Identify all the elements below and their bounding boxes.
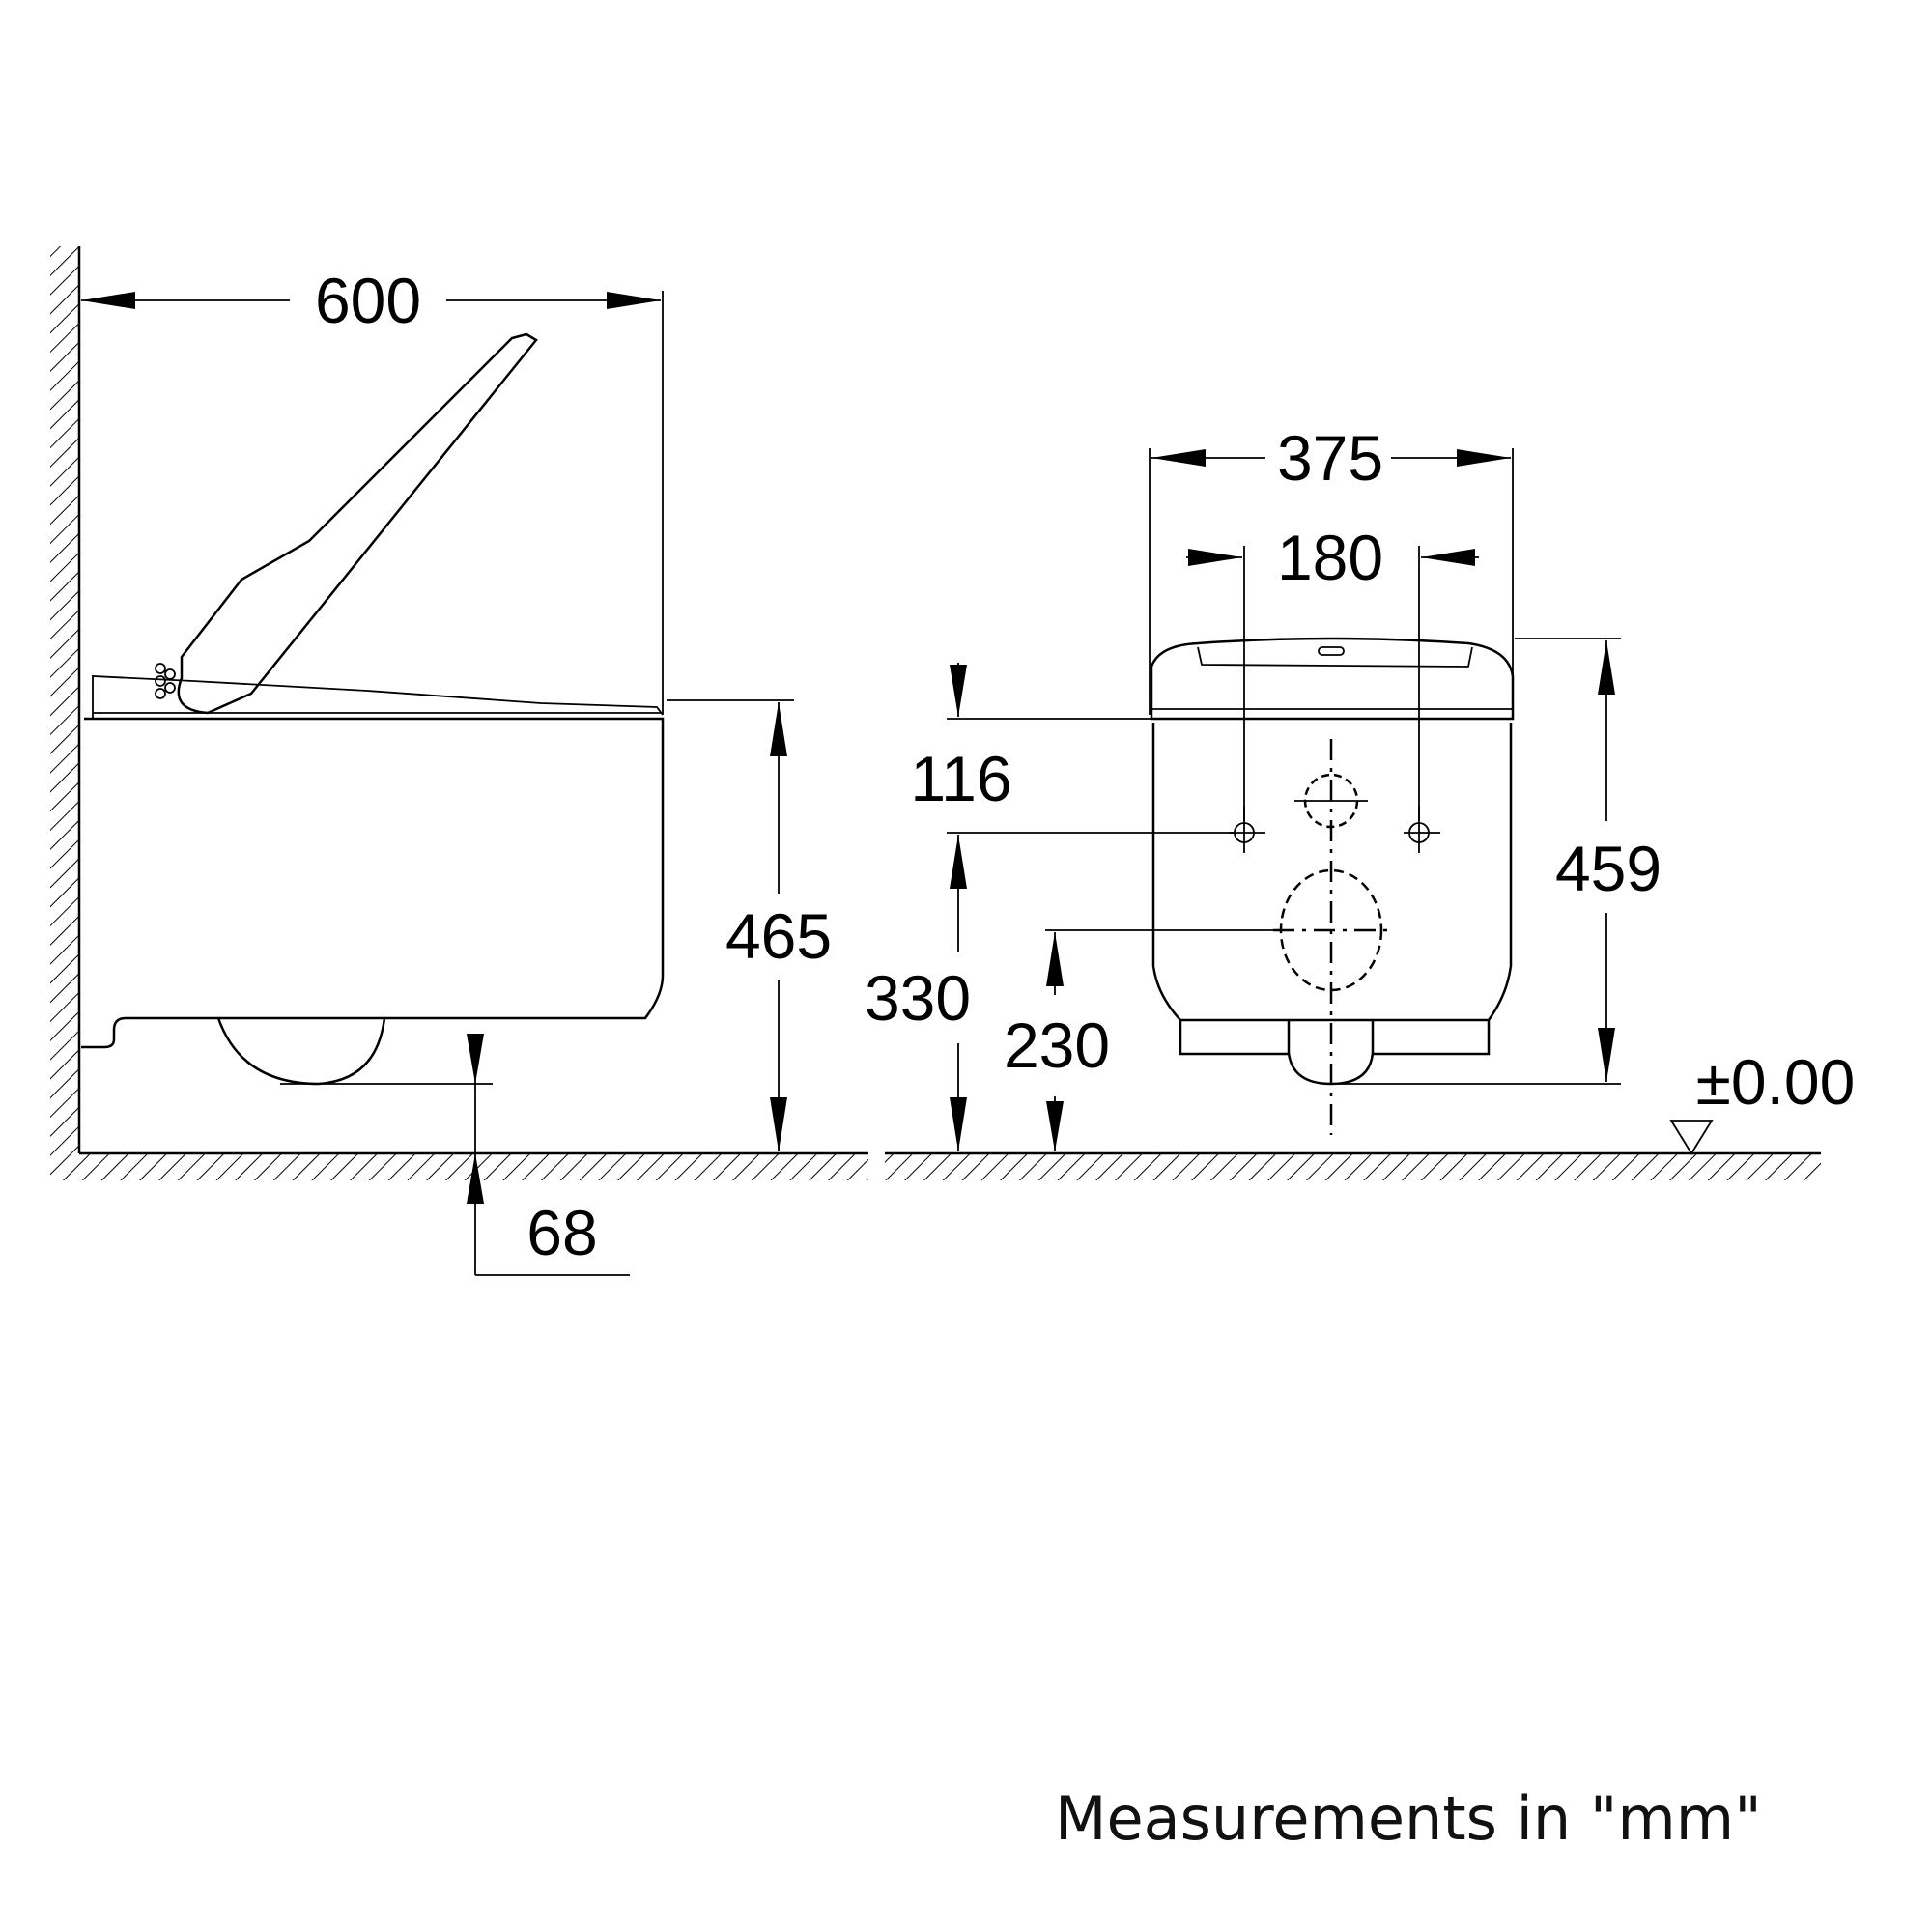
dimension-outlet-height: 230 <box>1004 929 1275 1151</box>
dimension-label-116: 116 <box>910 743 1011 814</box>
dimension-label-600: 600 <box>315 265 421 336</box>
dimension-fixing-spacing: 180 <box>1186 522 1479 821</box>
dimension-label-465: 465 <box>725 900 832 972</box>
floor-right <box>885 1151 1821 1180</box>
dimension-fixing-height: 330 <box>865 835 971 1151</box>
dimension-label-330: 330 <box>865 962 971 1034</box>
outlet-circle <box>1273 868 1391 992</box>
dimension-label-180: 180 <box>1277 522 1383 593</box>
water-inlet-circle <box>1294 773 1368 829</box>
dimension-label-230: 230 <box>1004 1009 1110 1081</box>
floor-left <box>50 1151 868 1180</box>
toilet-front-view <box>1150 637 1515 1135</box>
dimension-seat-height: 465 <box>667 699 832 1151</box>
dimension-width-side: 600 <box>81 265 664 715</box>
floor-level-label: ±0.00 <box>1696 1046 1856 1118</box>
units-note: Measurements in "mm" <box>1055 1783 1762 1854</box>
toilet-side-view <box>81 332 665 1086</box>
dimension-label-459: 459 <box>1555 833 1662 904</box>
dimension-bottom-clearance: 68 <box>280 1034 630 1276</box>
dimension-width-front: 375 <box>1149 422 1514 715</box>
fixing-point-left-icon <box>1229 807 1265 853</box>
floor-level-marker: ±0.00 <box>1669 1046 1856 1155</box>
dimension-label-68: 68 <box>526 1197 597 1268</box>
dimension-seat-to-fixing: 116 <box>910 663 1236 834</box>
wall <box>50 246 81 1153</box>
control-buttons-icon <box>155 663 176 699</box>
fixing-point-right-icon <box>1404 807 1440 853</box>
level-triangle-icon <box>1669 1120 1714 1155</box>
dimension-label-375: 375 <box>1277 422 1383 494</box>
dimension-total-height: 459 <box>1333 638 1662 1085</box>
